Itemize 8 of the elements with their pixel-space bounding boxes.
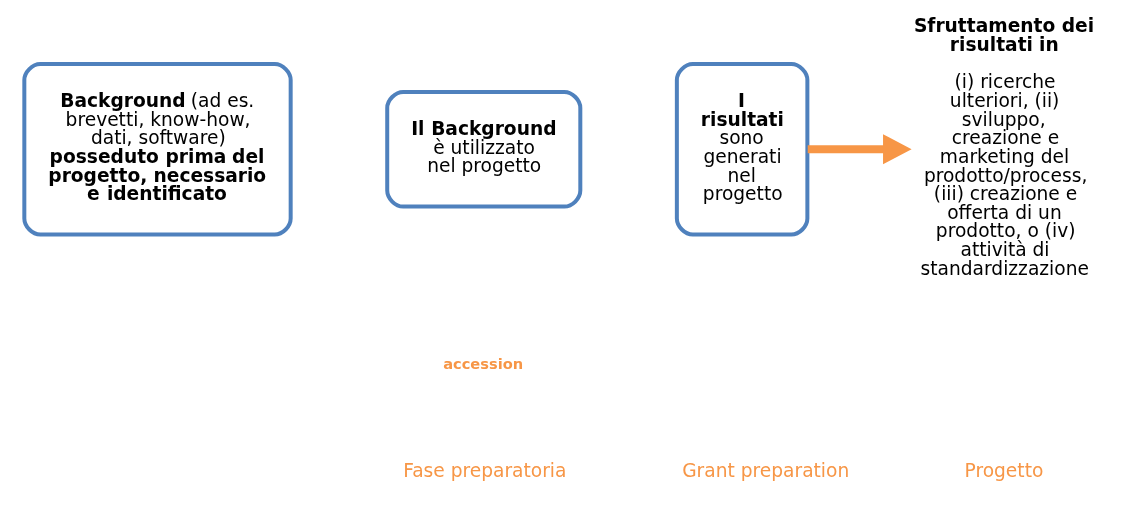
node-box: Il Background è utilizzato nel progetto	[384, 90, 582, 209]
label: Fase preparatoria	[402, 459, 566, 481]
node-text: Sfruttamento dei risultati in (i) ricerche ulteriori, (ii) sviluppo, creazione e marketing del prodotto/process, (iii) creazione e offerta di un prodotto, o (iv) attività di standardizzazione	[913, 15, 1094, 279]
label: Grant preparation	[681, 459, 849, 481]
node-box: Background (ad es. brevetti, know-how, dati, software) posseduto prima del progetto, necessario e identificato	[21, 62, 293, 237]
node-box: I risultati sono generati nel progetto	[674, 62, 809, 237]
label: accession	[442, 354, 523, 372]
label: Progetto	[964, 459, 1043, 481]
